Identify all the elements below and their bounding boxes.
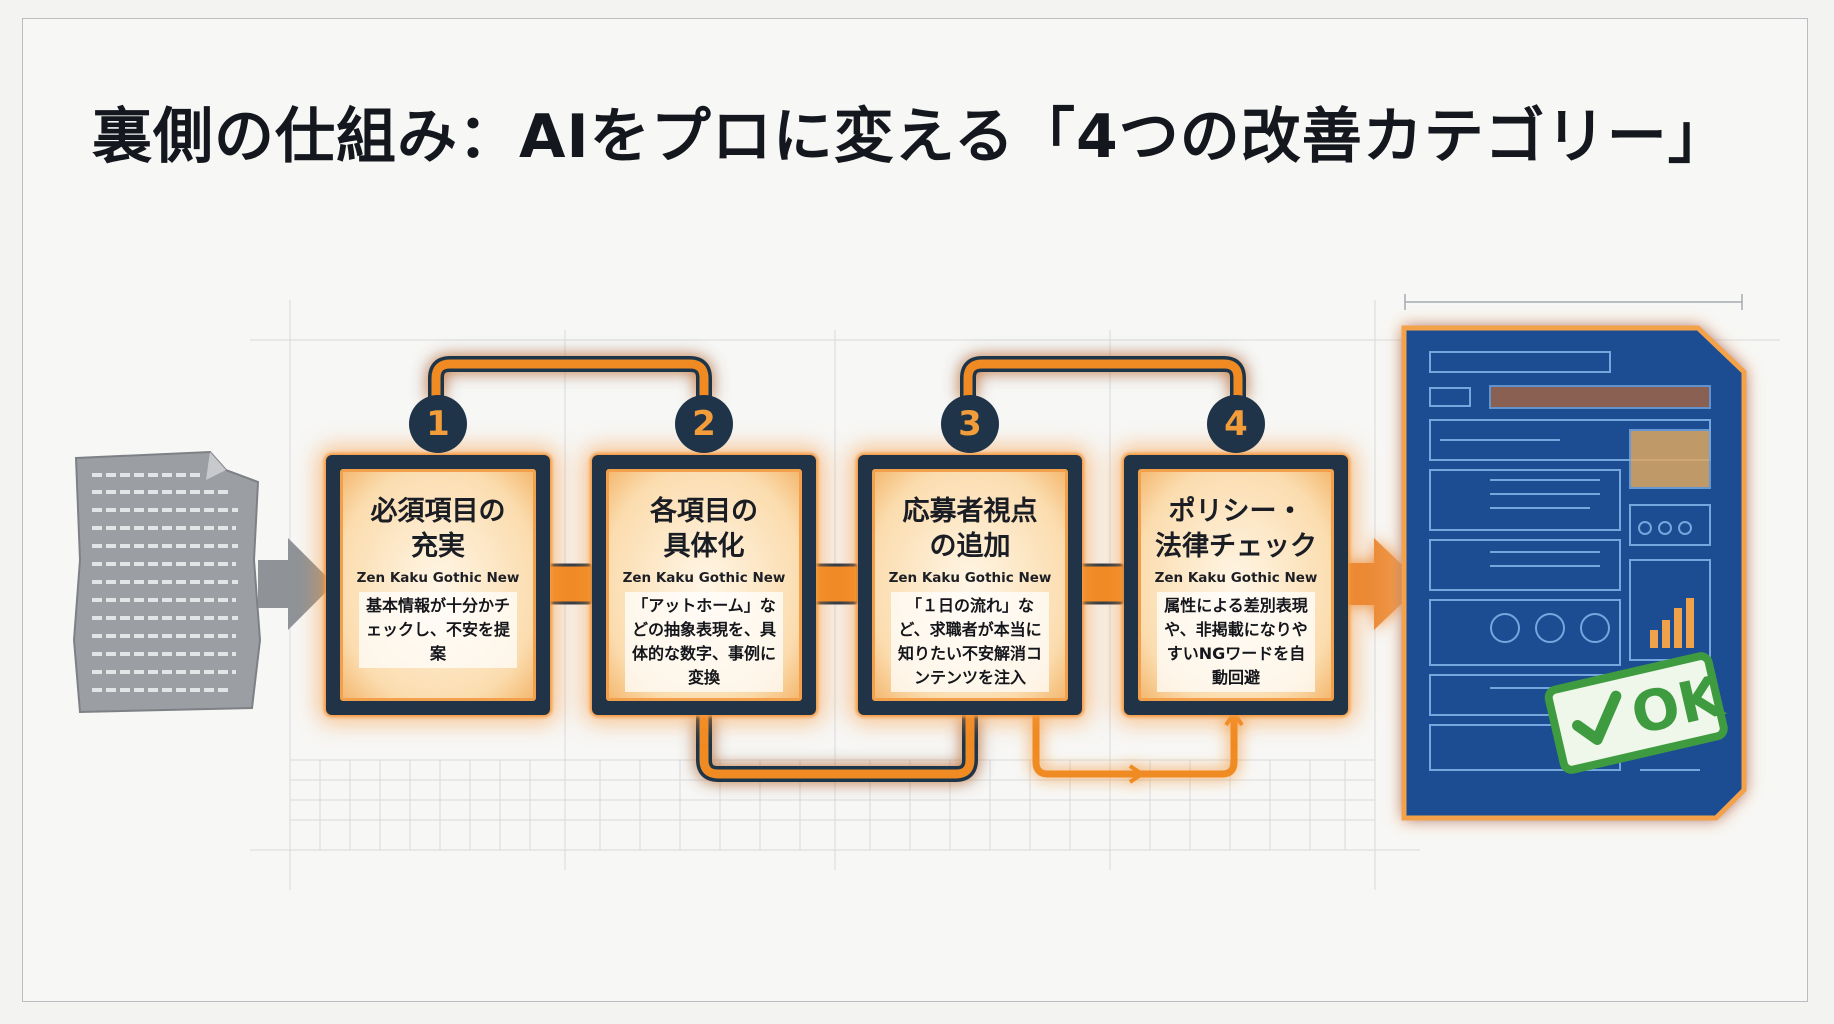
step-card-3: 3 応募者視点 の追加 Zen Kaku Gothic New 「１日の流れ」な… <box>858 395 1082 715</box>
step-number-badge: 2 <box>675 395 733 453</box>
check-icon <box>1572 690 1622 745</box>
step-number-badge: 1 <box>409 395 467 453</box>
step-title: 各項目の 具体化 <box>650 496 758 562</box>
step-card-4: 4 ポリシー・ 法律チェック Zen Kaku Gothic New 属性による… <box>1124 395 1348 715</box>
step-font-label: Zen Kaku Gothic New <box>1154 570 1318 586</box>
step-description: 属性による差別表現や、非掲載になりやすいNGワードを自動回避 <box>1157 592 1315 692</box>
step-title: 必須項目の 充実 <box>370 496 506 562</box>
step-title: ポリシー・ 法律チェック <box>1155 496 1317 562</box>
step-font-label: Zen Kaku Gothic New <box>622 570 786 586</box>
step-number-badge: 4 <box>1207 395 1265 453</box>
step-card-2: 2 各項目の 具体化 Zen Kaku Gothic New 「アットホーム」な… <box>592 395 816 715</box>
ok-stamp: OK <box>1544 652 1731 774</box>
step-card-1: 1 必須項目の 充実 Zen Kaku Gothic New 基本情報が十分かチ… <box>326 395 550 715</box>
page-title: 裏側の仕組み：AIをプロに変える「4つの改善カテゴリー」 <box>92 102 1729 172</box>
step-description: 「１日の流れ」など、求職者が本当に知りたい不安解消コンテンツを注入 <box>891 592 1049 692</box>
input-document-icon <box>72 450 262 714</box>
step-font-label: Zen Kaku Gothic New <box>888 570 1052 586</box>
step-title: 応募者視点 の追加 <box>902 496 1038 562</box>
step-font-label: Zen Kaku Gothic New <box>356 570 520 586</box>
step-description: 「アットホーム」などの抽象表現を、具体的な数字、事例に変換 <box>625 592 783 692</box>
step-description: 基本情報が十分かチェックし、不安を提案 <box>359 592 517 668</box>
step-connectors <box>546 563 1126 605</box>
step-number-badge: 3 <box>941 395 999 453</box>
input-arrow-icon <box>258 538 334 630</box>
routing-pipes <box>428 356 1246 784</box>
output-arrow-icon <box>1346 538 1422 630</box>
